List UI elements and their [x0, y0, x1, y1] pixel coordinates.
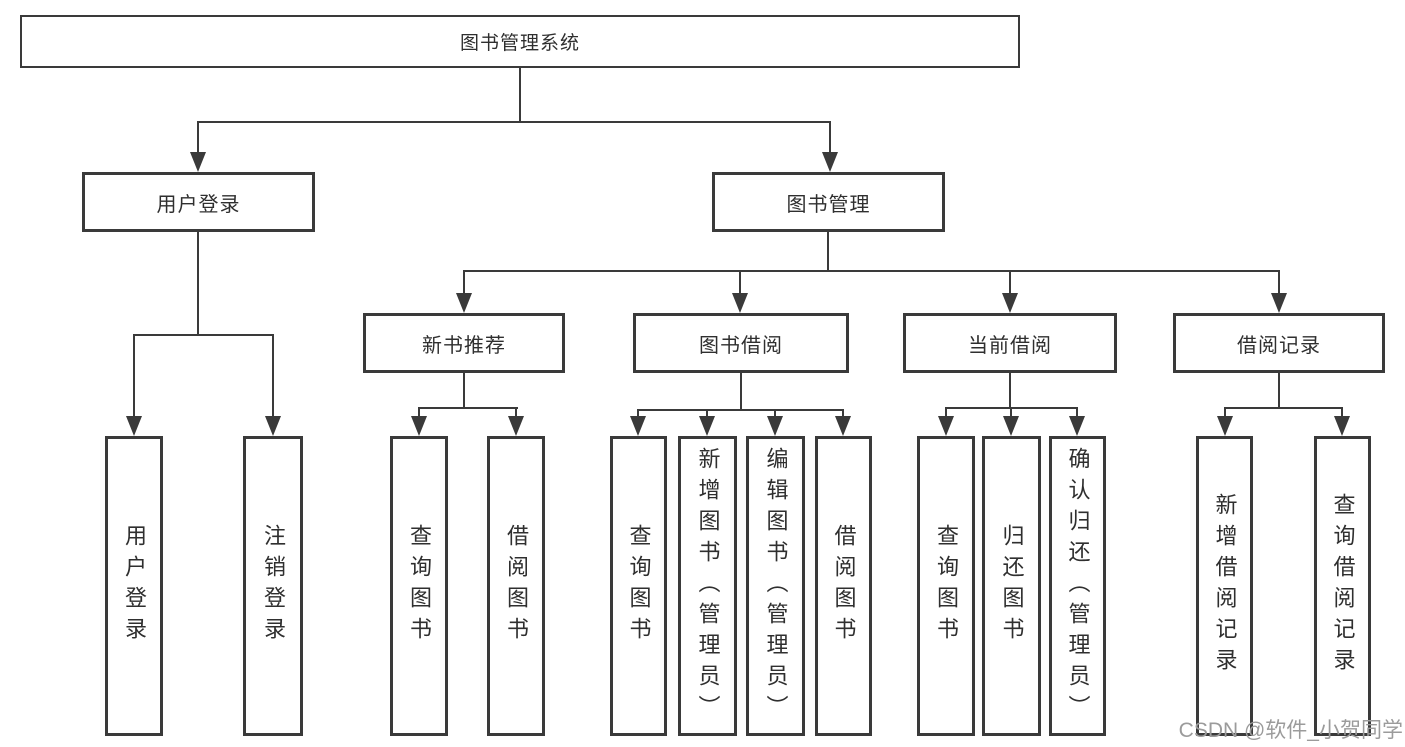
leaf-label: 注销登录: [261, 524, 286, 648]
leaf-label: 归还图书: [999, 524, 1025, 648]
csdn-watermark: CSDN @软件_小贺同学: [1178, 719, 1403, 742]
connector-line: [774, 409, 776, 418]
connector-line: [842, 409, 844, 418]
leaf-label: 查询图书: [626, 524, 652, 648]
connector-line: [1341, 407, 1343, 418]
connector-line: [637, 409, 639, 418]
connector-line: [515, 407, 517, 418]
node-current-borrowing: 当前借阅: [903, 313, 1117, 373]
connector-line: [1224, 407, 1226, 418]
arrow-down-icon: [1334, 416, 1350, 436]
arrow-down-icon: [190, 152, 206, 172]
leaf-borrow-edit-books-admin: 编辑图书（管理员）: [746, 436, 805, 736]
connector-line: [827, 232, 829, 271]
arrow-down-icon: [1271, 293, 1287, 313]
leaf-label: 编辑图书（管理员）: [763, 446, 789, 726]
leaf-label: 查询图书: [407, 524, 432, 648]
leaf-recommend-query-books: 查询图书: [390, 436, 448, 736]
connector-line: [418, 407, 518, 409]
connector-line: [463, 270, 1280, 272]
arrow-down-icon: [767, 416, 783, 436]
connector-line: [637, 409, 844, 411]
leaf-records-add-record: 新增借阅记录: [1196, 436, 1253, 736]
connector-line: [133, 334, 135, 418]
leaf-label: 新增借阅记录: [1212, 493, 1238, 679]
leaf-logout: 注销登录: [243, 436, 303, 736]
node-new-book-recommend: 新书推荐: [363, 313, 565, 373]
connector-line: [945, 407, 947, 418]
connector-line: [197, 232, 199, 335]
connector-line: [1278, 373, 1280, 408]
connector-line: [519, 68, 521, 121]
arrow-down-icon: [1003, 416, 1019, 436]
arrow-down-icon: [126, 416, 142, 436]
arrow-down-icon: [822, 152, 838, 172]
connector-line: [739, 270, 741, 295]
leaf-borrow-borrow-books: 借阅图书: [815, 436, 872, 736]
connector-line: [272, 334, 274, 418]
arrow-down-icon: [1217, 416, 1233, 436]
arrow-down-icon: [508, 416, 524, 436]
leaf-label: 新增图书（管理员）: [695, 446, 721, 726]
arrow-down-icon: [938, 416, 954, 436]
connector-line: [197, 121, 831, 123]
connector-line: [1224, 407, 1343, 409]
connector-line: [133, 334, 274, 336]
arrow-down-icon: [265, 416, 281, 436]
arrow-down-icon: [1002, 293, 1018, 313]
connector-line: [740, 373, 742, 410]
leaf-label: 查询图书: [934, 524, 959, 648]
arrow-down-icon: [630, 416, 646, 436]
connector-line: [418, 407, 420, 418]
arrow-down-icon: [456, 293, 472, 313]
leaf-label: 借阅图书: [504, 524, 529, 648]
leaf-label: 借阅图书: [831, 524, 857, 648]
arrow-down-icon: [1069, 416, 1085, 436]
arrow-down-icon: [835, 416, 851, 436]
leaf-recommend-borrow-books: 借阅图书: [487, 436, 545, 736]
leaf-current-query-books: 查询图书: [917, 436, 975, 736]
node-book-management-system: 图书管理系统: [20, 15, 1020, 68]
node-book-management: 图书管理: [712, 172, 945, 232]
leaf-records-query-record: 查询借阅记录: [1314, 436, 1371, 736]
connector-line: [1076, 407, 1078, 418]
leaf-current-return-books: 归还图书: [982, 436, 1041, 736]
leaf-current-confirm-return-admin: 确认归还（管理员）: [1049, 436, 1106, 736]
arrow-down-icon: [732, 293, 748, 313]
node-user-login: 用户登录: [82, 172, 315, 232]
connector-line: [1010, 407, 1012, 418]
connector-line: [463, 373, 465, 408]
arrow-down-icon: [411, 416, 427, 436]
leaf-borrow-add-books-admin: 新增图书（管理员）: [678, 436, 737, 736]
leaf-label: 用户登录: [122, 524, 147, 648]
node-borrowing-records: 借阅记录: [1173, 313, 1385, 373]
leaf-user-login: 用户登录: [105, 436, 163, 736]
connector-line: [706, 409, 708, 418]
connector-line: [829, 121, 831, 154]
arrow-down-icon: [699, 416, 715, 436]
connector-line: [197, 121, 199, 154]
leaf-borrow-query-books: 查询图书: [610, 436, 667, 736]
connector-line: [1009, 373, 1011, 408]
node-book-borrowing: 图书借阅: [633, 313, 849, 373]
connector-line: [463, 270, 465, 295]
connector-line: [1278, 270, 1280, 295]
leaf-label: 查询借阅记录: [1330, 493, 1356, 679]
connector-line: [1009, 270, 1011, 295]
leaf-label: 确认归还（管理员）: [1065, 446, 1091, 726]
